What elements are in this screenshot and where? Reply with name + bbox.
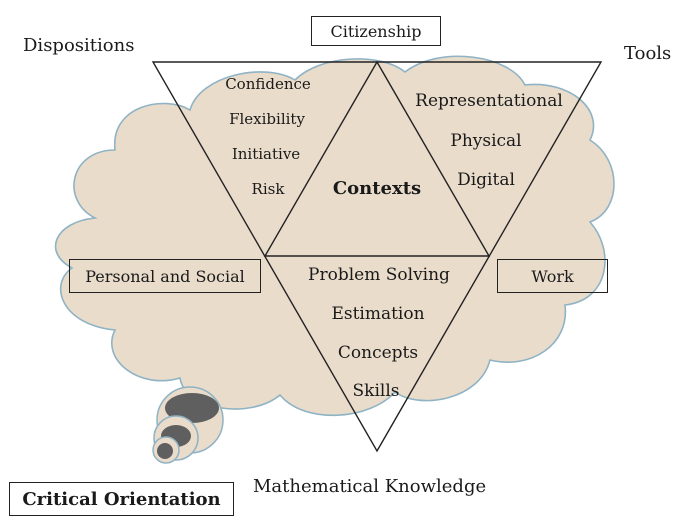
critical-orientation-box: Critical Orientation <box>9 482 234 516</box>
dispositions-label: Dispositions <box>23 35 135 56</box>
knowledge-item-skills: Skills <box>352 381 400 401</box>
tools-label: Tools <box>624 43 672 64</box>
knowledge-item-concepts: Concepts <box>337 343 419 363</box>
knowledge-item-estimation: Estimation <box>331 304 425 324</box>
mathematical-knowledge-label: Mathematical Knowledge <box>253 476 487 497</box>
citizenship-box: Citizenship <box>311 16 441 46</box>
tool-item-representational: Representational <box>415 91 563 111</box>
disposition-item-flexibility: Flexibility <box>229 110 305 128</box>
knowledge-item-problem-solving: Problem Solving <box>308 265 450 285</box>
disposition-item-confidence: Confidence <box>225 75 311 93</box>
tool-item-digital: Digital <box>457 170 515 190</box>
disposition-item-risk: Risk <box>251 180 285 198</box>
tool-item-physical: Physical <box>450 131 522 151</box>
thought-cloud <box>54 55 615 417</box>
contexts-label: Contexts <box>332 178 422 199</box>
contexts-triangle <box>263 60 491 257</box>
work-box: Work <box>497 259 608 293</box>
thought-bubble-small-shade <box>157 443 173 459</box>
disposition-item-initiative: Initiative <box>231 145 301 163</box>
personal-and-social-box: Personal and Social <box>69 259 261 293</box>
